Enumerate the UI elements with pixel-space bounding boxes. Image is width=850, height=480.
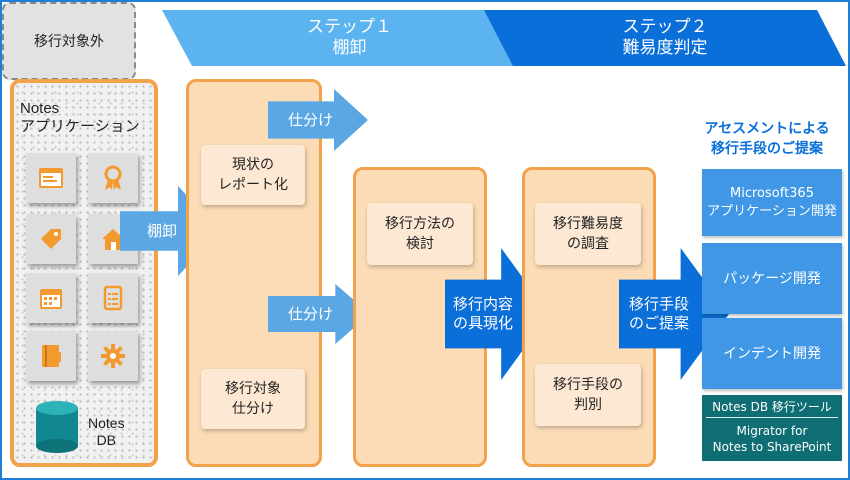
sort-target-line2: 仕分け (232, 401, 274, 417)
step-2-name: 難易度判定 (622, 38, 708, 58)
award-ribbon-icon (88, 153, 138, 203)
step-2-label: ステップ２ (622, 17, 708, 37)
notes-db-label: Notes DB (88, 415, 125, 449)
method-line1: 移行方法の (385, 216, 455, 232)
migration-tool-header: Notes DB 移行ツール (706, 399, 838, 418)
sort-target-card: 移行対象仕分け (201, 369, 305, 429)
notes-title-line1: Notes (20, 100, 60, 117)
notes-title-line2: アプリケーション (20, 118, 140, 135)
db-label-line2: DB (96, 432, 117, 448)
sort-target-line1: 移行対象 (225, 381, 281, 397)
assessment-title-line2: 移行手段のご提案 (711, 141, 823, 157)
out-of-scope-label: 移行対象外 (34, 34, 104, 50)
option-2-label: パッケージ開発 (723, 270, 821, 287)
db-label-line1: Notes (88, 415, 125, 431)
step-2-header: ステップ２ 難易度判定 (484, 10, 846, 66)
difficulty-survey-card: 移行難易度の調査 (535, 203, 641, 265)
propose-line2: のご提案 (629, 314, 690, 332)
difficulty-line2: の調査 (567, 236, 609, 252)
tool-line2: Notes to SharePoint (712, 440, 832, 454)
assessment-title-line1: アセスメントによる (704, 121, 830, 137)
status-report-card: 現状のレポート化 (201, 145, 305, 205)
calendar-icon (26, 273, 76, 323)
notebook-icon (26, 331, 76, 381)
propose-line1: 移行手段 (629, 295, 690, 313)
sort-arrow-top-label: 仕分け (288, 110, 334, 129)
option-3-label: インデント開発 (723, 345, 821, 362)
migration-method-card: 移行方法の検討 (367, 203, 473, 265)
difficulty-line1: 移行難易度 (553, 216, 623, 232)
tool-line1: Migrator for (736, 424, 808, 438)
option-1-line2: アプリケーション開発 (707, 203, 837, 219)
means-line2: 判別 (574, 397, 602, 413)
specify-line1: 移行内容 (453, 295, 514, 313)
specify-line2: の具現化 (453, 314, 514, 332)
report-line1: 現状の (232, 157, 274, 173)
notes-application-title: Notes アプリケーション (20, 100, 140, 136)
method-line2: 検討 (406, 236, 434, 252)
means-line1: 移行手段の (553, 377, 623, 393)
means-identification-card: 移行手段の判別 (535, 364, 641, 426)
step-1-name: 棚卸 (332, 38, 367, 58)
inventory-arrow-label: 棚卸 (147, 221, 178, 240)
browser-window-icon (26, 153, 76, 203)
out-of-scope-box: 移行対象外 (2, 2, 136, 80)
migration-tool-box: Notes DB 移行ツール Migrator for Notes to Sha… (702, 395, 842, 461)
report-line2: レポート化 (218, 177, 288, 193)
option-microsoft365-app-dev: Microsoft365 アプリケーション開発 (702, 169, 842, 236)
checklist-icon (88, 273, 138, 323)
gear-icon (88, 331, 138, 381)
option-indent-dev: インデント開発 (702, 318, 842, 389)
sort-arrow-bottom-label: 仕分け (288, 304, 334, 323)
step-1-header: ステップ１ 棚卸 (162, 10, 537, 66)
price-tag-icon (26, 214, 76, 264)
option-1-line1: Microsoft365 (730, 185, 814, 201)
assessment-title: アセスメントによる 移行手段のご提案 (692, 119, 842, 159)
step-1-label: ステップ１ (307, 17, 392, 37)
database-icon (36, 401, 78, 453)
option-package-dev: パッケージ開発 (702, 243, 842, 314)
